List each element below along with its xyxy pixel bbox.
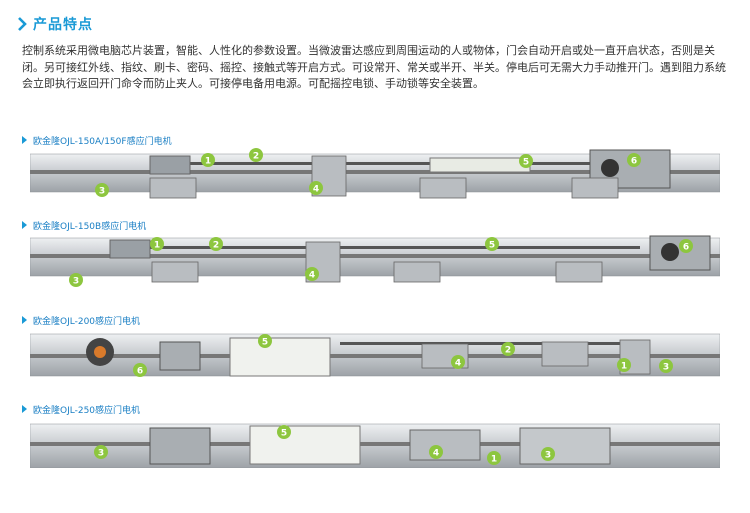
triangle-bullet-icon bbox=[22, 316, 27, 324]
part-badge: 2 bbox=[501, 342, 515, 356]
part-badge: 5 bbox=[258, 334, 272, 348]
part-badge: 1 bbox=[487, 451, 501, 465]
svg-text:5: 5 bbox=[523, 158, 529, 168]
motor-rail-image-4: 5 3 4 1 3 bbox=[30, 422, 720, 468]
svg-text:3: 3 bbox=[663, 363, 669, 373]
part-badge: 3 bbox=[95, 183, 109, 197]
svg-text:3: 3 bbox=[99, 187, 105, 197]
svg-text:3: 3 bbox=[98, 449, 104, 459]
svg-text:3: 3 bbox=[545, 451, 551, 461]
svg-text:2: 2 bbox=[253, 152, 259, 162]
part-badge: 2 bbox=[249, 148, 263, 162]
part-badge: 4 bbox=[305, 267, 319, 281]
svg-text:1: 1 bbox=[154, 241, 160, 251]
model-name: 欧金隆OJL-150B感应门电机 bbox=[33, 221, 147, 232]
svg-text:3: 3 bbox=[73, 277, 79, 287]
model-name: 欧金隆OJL-250感应门电机 bbox=[33, 405, 141, 416]
part-badge: 1 bbox=[201, 153, 215, 167]
model-label-1: 欧金隆OJL-150A/150F感应门电机 bbox=[22, 133, 172, 147]
part-badge: 3 bbox=[541, 447, 555, 461]
triangle-bullet-icon bbox=[22, 405, 27, 413]
svg-text:5: 5 bbox=[262, 338, 268, 348]
svg-text:6: 6 bbox=[683, 243, 689, 253]
triangle-bullet-icon bbox=[22, 221, 27, 229]
model-label-2: 欧金隆OJL-150B感应门电机 bbox=[22, 218, 146, 232]
motor-rail-image-3: 5 6 4 2 1 3 bbox=[30, 330, 720, 386]
svg-text:4: 4 bbox=[309, 271, 315, 281]
part-badge: 3 bbox=[659, 359, 673, 373]
svg-text:4: 4 bbox=[433, 449, 439, 459]
svg-text:5: 5 bbox=[489, 241, 495, 251]
feature-description: 控制系统采用微电脑芯片装置，智能、人性化的参数设置。当微波雷达感应到周围运动的人… bbox=[22, 44, 726, 90]
part-badge: 3 bbox=[69, 273, 83, 287]
part-badge: 5 bbox=[485, 237, 499, 251]
part-badge: 6 bbox=[679, 239, 693, 253]
motor-rail-image-1: 1 2 3 4 5 6 bbox=[30, 148, 720, 204]
svg-text:5: 5 bbox=[281, 429, 287, 439]
part-badge: 4 bbox=[429, 445, 443, 459]
model-name: 欧金隆OJL-150A/150F感应门电机 bbox=[33, 136, 172, 147]
part-badge: 4 bbox=[309, 181, 323, 195]
svg-text:6: 6 bbox=[137, 367, 143, 377]
triangle-bullet-icon bbox=[22, 136, 27, 144]
model-label-3: 欧金隆OJL-200感应门电机 bbox=[22, 313, 140, 327]
part-badge: 5 bbox=[519, 154, 533, 168]
section-heading: 产品特点 bbox=[18, 14, 93, 34]
svg-text:4: 4 bbox=[455, 359, 461, 369]
model-name: 欧金隆OJL-200感应门电机 bbox=[33, 316, 141, 327]
part-badge: 4 bbox=[451, 355, 465, 369]
svg-text:1: 1 bbox=[491, 455, 497, 465]
svg-text:2: 2 bbox=[505, 346, 511, 356]
svg-text:2: 2 bbox=[213, 241, 219, 251]
section-title: 产品特点 bbox=[33, 17, 93, 33]
part-badge: 1 bbox=[150, 237, 164, 251]
svg-text:4: 4 bbox=[313, 185, 319, 195]
svg-text:6: 6 bbox=[631, 157, 637, 167]
part-badge: 6 bbox=[627, 153, 641, 167]
svg-text:1: 1 bbox=[205, 157, 211, 167]
part-badge: 5 bbox=[277, 425, 291, 439]
motor-rail-image-2: 1 2 3 4 5 6 bbox=[30, 232, 720, 290]
part-badge: 6 bbox=[133, 363, 147, 377]
svg-text:1: 1 bbox=[621, 362, 627, 372]
model-label-4: 欧金隆OJL-250感应门电机 bbox=[22, 402, 140, 416]
part-badge: 3 bbox=[94, 445, 108, 459]
chevron-right-icon bbox=[18, 17, 27, 31]
part-badge: 2 bbox=[209, 237, 223, 251]
part-badge: 1 bbox=[617, 358, 631, 372]
